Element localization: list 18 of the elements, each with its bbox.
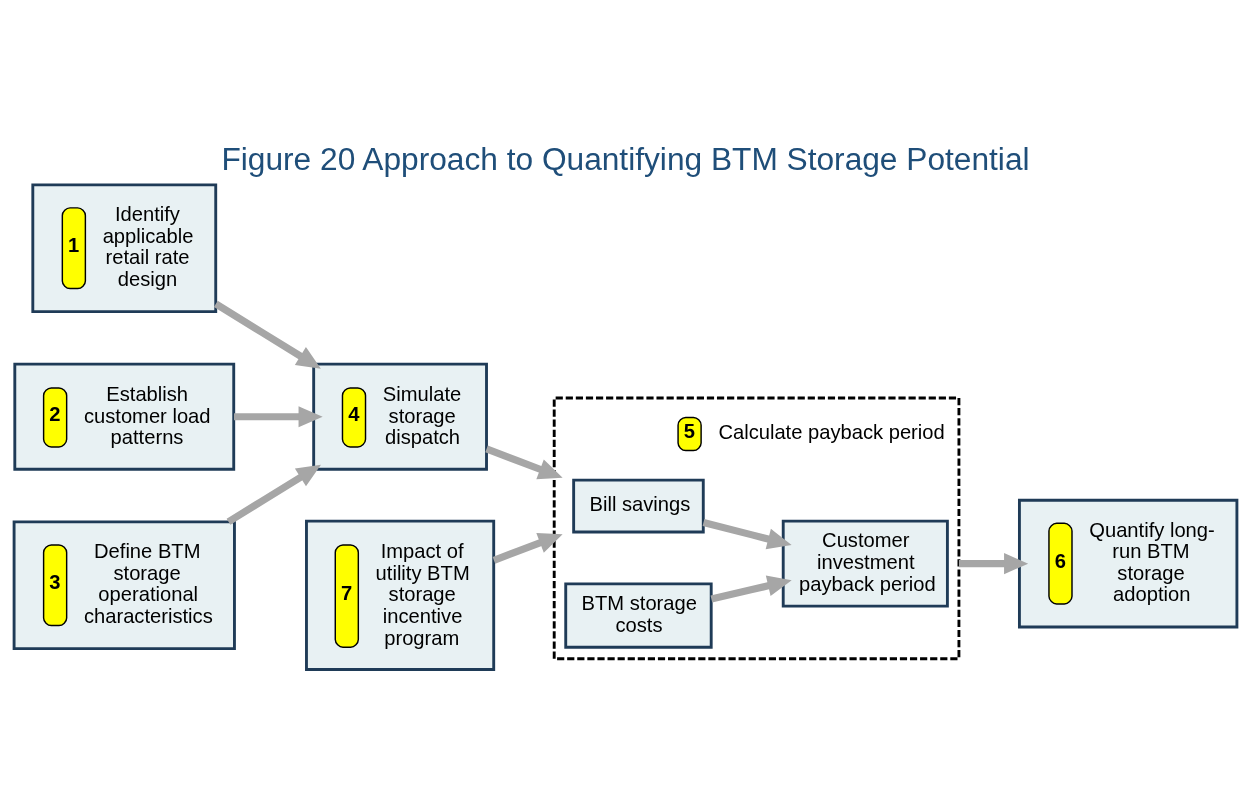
node-box: Customer investment payback period — [781, 519, 949, 608]
node-box: Bill savings — [572, 478, 705, 533]
node-box: BTM storage costs — [564, 581, 713, 649]
node-box: 3 Define BTM storage operational characteristics — [12, 519, 236, 650]
arrow — [234, 405, 323, 427]
node-box: 4 Simulate storage dispatch — [312, 362, 488, 471]
node-box: 6 Quantify long-run BTM storage adoption — [1018, 498, 1239, 628]
arrow — [710, 575, 792, 602]
node-box: 2 Establish customer load patterns — [13, 362, 236, 471]
arrow — [702, 518, 792, 549]
arrow — [226, 464, 321, 525]
arrow — [958, 552, 1029, 574]
arrow — [492, 532, 563, 564]
node-box: 1 Identify applicable retail rate design — [31, 182, 218, 313]
arrow — [213, 300, 321, 369]
diagram-title: Figure 20 Approach to Quantifying BTM Storage Potential — [221, 140, 1030, 177]
arrow — [485, 445, 563, 479]
node-box: 7 Impact of utility BTM storage incentive program — [305, 519, 496, 671]
